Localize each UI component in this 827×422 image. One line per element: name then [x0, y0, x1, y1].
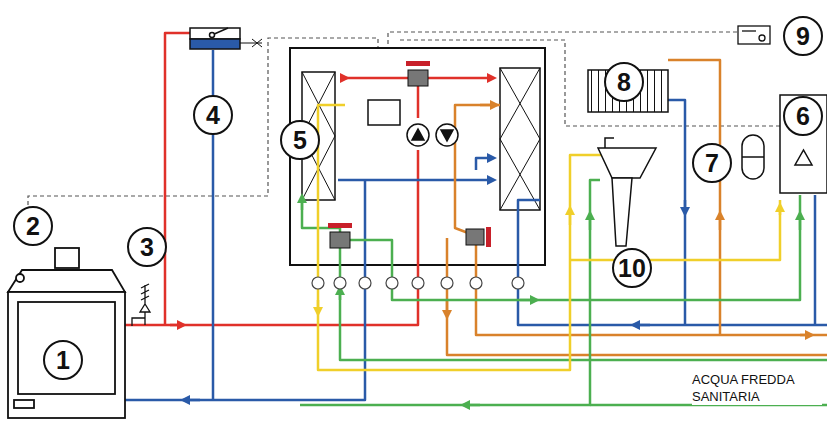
callout-number: 7	[705, 151, 719, 176]
callout-number: 10	[618, 256, 646, 281]
room-thermostat	[738, 26, 770, 44]
callout-circle: 4	[193, 95, 233, 135]
three-way-valve	[328, 61, 491, 248]
circulation-pump	[407, 124, 458, 146]
pipe-fitting	[312, 277, 524, 289]
wall-boiler	[742, 95, 827, 193]
pipes	[125, 33, 827, 405]
callout-number: 3	[140, 235, 154, 260]
callout-circle: 1	[43, 340, 83, 380]
pipe-label-box: ACQUA FREDDA SANITARIA	[692, 371, 822, 405]
callout-circle: 9	[783, 16, 823, 56]
washbasin	[598, 138, 656, 246]
callout-circle: 3	[127, 227, 167, 267]
controller-box	[368, 100, 400, 125]
safety-valve	[132, 284, 150, 326]
callout-circle: 8	[604, 62, 644, 102]
callout-number: 6	[796, 104, 810, 129]
callout-number: 5	[293, 128, 307, 153]
callout-circle: 6	[783, 96, 823, 136]
callout-circle: 10	[612, 248, 652, 288]
heat-exchanger	[302, 68, 540, 210]
pipe-label: ACQUA FREDDA SANITARIA	[692, 372, 794, 404]
boiler	[8, 248, 125, 418]
callout-number: 4	[206, 103, 220, 128]
radiator	[588, 70, 668, 112]
expansion-tank	[190, 28, 262, 49]
callout-circle: 7	[692, 143, 732, 183]
callout-number: 9	[796, 24, 810, 49]
callout-number: 8	[617, 70, 631, 95]
callout-number: 2	[26, 214, 40, 239]
callout-circle: 2	[13, 206, 53, 246]
callout-circle: 5	[280, 120, 320, 160]
callout-number: 1	[56, 348, 70, 373]
